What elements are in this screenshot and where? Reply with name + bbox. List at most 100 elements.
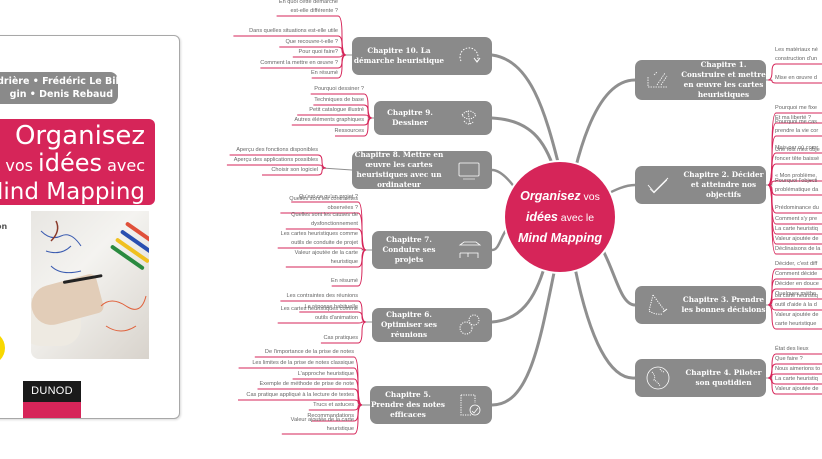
sub-topic-ch2-12[interactable]: Déclinaisons de la xyxy=(775,246,821,252)
branch-ch4 xyxy=(573,266,637,380)
sub-topic-ch9-5[interactable]: Ressources xyxy=(334,128,364,134)
chapter-node-7[interactable]: Chapitre 7. Conduire ses projets xyxy=(372,231,492,269)
sub-topic-line xyxy=(257,388,363,406)
sub-topic-ch2-8[interactable]: Prédominance du xyxy=(775,205,819,211)
sub-topic-line xyxy=(767,304,822,311)
sub-topic-ch2-6[interactable]: « Mon problème, xyxy=(775,173,817,179)
sub-topic-line xyxy=(767,377,822,395)
authors-line-1: eladrière • Frédéric Le Bihan xyxy=(0,76,136,87)
chapter-label: Chapitre 3. Prendre les bonnes décisions xyxy=(681,295,766,314)
chapter-node-4[interactable]: Chapitre 4. Piloter son quotidien xyxy=(635,359,766,397)
sub-topic-line xyxy=(229,154,327,169)
authors-line-2: gin • Denis Rebaud xyxy=(9,89,113,100)
doodle-icon xyxy=(461,110,477,126)
sub-topic-ch10-6[interactable]: En résumé xyxy=(310,70,338,76)
sub-topic-ch4-3[interactable]: Nous aimerions to xyxy=(775,366,821,372)
sub-topic-ch4-1[interactable]: État des lieux xyxy=(775,346,809,352)
sub-topic-ch2-4[interactable]: Mais par où comr xyxy=(775,145,819,151)
photo-sketches xyxy=(40,220,147,332)
central-topic[interactable]: Organisez vos idées avec le Mind Mapping xyxy=(505,162,615,272)
central-bold-1: Organisez xyxy=(520,188,581,203)
sub-topic-line xyxy=(335,117,373,137)
sub-topic-ch2-1[interactable]: Pourquoi me fixe xyxy=(775,105,817,111)
sub-topic-ch9-4[interactable]: Autres éléments graphiques xyxy=(294,117,364,123)
chapter-node-3[interactable]: Chapitre 3. Prendre les bonnes décisions xyxy=(635,286,766,324)
sub-topic-ch5-1[interactable]: De l'importance de la prise de notes xyxy=(264,349,354,355)
chapter-label: Chapitre 8. Mettre en œuvre les cartes h… xyxy=(354,150,444,189)
sub-topic-ch6-4[interactable]: Cas pratiques xyxy=(323,335,358,341)
sub-topic-line xyxy=(277,321,366,324)
cover-title: Organisez vos idées avec Mind Mapping xyxy=(0,119,155,205)
sub-topic-ch2-10[interactable]: La carte heuristiq xyxy=(775,226,818,232)
chapter-node-8[interactable]: Chapitre 8. Mettre en œuvre les cartes h… xyxy=(352,150,492,189)
sub-topic-ch6-1[interactable]: Les contraintes des réunions xyxy=(286,293,358,299)
sub-topic-ch8-1[interactable]: Aperçu des fonctions disponibles xyxy=(236,147,318,153)
chapter-label: Chapitre 7. Conduire ses projets xyxy=(382,235,436,264)
sub-topic-line xyxy=(767,63,822,81)
sub-topic-line xyxy=(767,184,822,196)
sub-topic-ch9-1[interactable]: Pourquoi dessiner ? xyxy=(314,86,364,92)
sub-topic-ch3-3[interactable]: Décider en douce xyxy=(775,281,819,287)
sub-topic-ch10-3[interactable]: Que recouvre-t-elle ? xyxy=(285,39,338,45)
sub-topic-ch7-6[interactable]: En résumé xyxy=(330,278,358,284)
globe-icon xyxy=(646,366,670,390)
sub-topic-ch1-2[interactable]: Mise en œuvre d xyxy=(775,75,817,81)
sub-topic-line xyxy=(767,304,822,330)
sub-topic-ch5-7[interactable]: Recommandations xyxy=(307,413,354,419)
sub-topic-ch5-5[interactable]: Cas pratique appliqué à la lecture de te… xyxy=(246,392,354,398)
sub-topic-ch5-3[interactable]: L'approche heuristique xyxy=(297,371,354,377)
sub-topic-ch10-4[interactable]: Pour quoi faire? xyxy=(298,49,339,55)
sub-topic-line xyxy=(279,46,347,56)
sub-topic-ch2-2[interactable]: Et ma liberté ? xyxy=(775,115,812,121)
sub-topic-ch3-4[interactable]: Quelques métho xyxy=(775,291,817,297)
sub-topic-ch3-1[interactable]: Décider, c'est diff xyxy=(775,261,818,267)
sub-topic-ch6-2[interactable]: La réponse habituelle xyxy=(304,304,359,310)
cover-title-line-1: Organisez xyxy=(14,121,145,151)
sub-topic-ch10-2[interactable]: Dans quelles situations est-elle utile xyxy=(249,28,338,34)
sub-topic-ch2-9[interactable]: Comment s'y pre xyxy=(775,216,818,222)
sub-topic-line xyxy=(767,184,822,255)
chapter-node-10[interactable]: Chapitre 10. La démarche heuristique xyxy=(352,37,492,75)
cover-title-line-3: Mind Mapping xyxy=(0,179,145,205)
sub-topic-ch4-2[interactable]: Que faire ? xyxy=(775,356,803,362)
sub-topic-ch7-1[interactable]: Qu'est-ce qu'un projet ? xyxy=(298,194,358,200)
chapter-node-6[interactable]: Chapitre 6. Optimiser ses réunions xyxy=(372,308,492,342)
pencil-draw-icon xyxy=(647,71,668,88)
chapter-node-2[interactable]: Chapitre 2. Décider et atteindre nos obj… xyxy=(635,166,766,204)
sub-topic-ch9-2[interactable]: Techniques de base xyxy=(314,97,364,103)
sub-topic-ch8-2[interactable]: Aperçu des applications possibles xyxy=(233,157,318,163)
sub-topic-ch5-6[interactable]: Trucs et astuces xyxy=(313,402,354,408)
branch-ch3 xyxy=(598,243,637,307)
branch-ch5 xyxy=(490,266,557,407)
publisher-logo-band xyxy=(23,402,81,418)
sub-topic-ch4-4[interactable]: La carte heuristiq xyxy=(775,376,818,382)
sub-topic-ch5-4[interactable]: Exemple de méthode de prise de note xyxy=(259,381,354,387)
central-line-3: Mind Mapping xyxy=(505,228,615,249)
sub-topic-ch4-5[interactable]: Valeur ajoutée de xyxy=(775,386,819,392)
chapter-node-5[interactable]: Chapitre 5. Prendre des notes efficaces xyxy=(370,386,492,424)
sub-topic-line xyxy=(276,15,347,56)
sub-topic-ch10-5[interactable]: Comment la mettre en œuvre ? xyxy=(260,60,338,66)
sub-topic-ch2-11[interactable]: Valeur ajoutée de xyxy=(775,236,819,242)
sub-topic-ch8-3[interactable]: Choisir son logiciel xyxy=(271,167,318,173)
cover-title-vos: vos xyxy=(5,156,33,175)
sub-topic-ch3-2[interactable]: Comment décide xyxy=(775,271,818,277)
chapter-node-9[interactable]: Chapitre 9. Dessiner xyxy=(374,101,492,135)
sub-topic-ch5-2[interactable]: Les limites de la prise de notes classiq… xyxy=(252,360,354,366)
sub-topic-ch9-3[interactable]: Petit catalogue illustré xyxy=(309,107,364,113)
chapter-node-1[interactable]: Chapitre 1. Construire et mettre en œuvr… xyxy=(635,60,766,100)
notepad-icon xyxy=(460,394,481,416)
